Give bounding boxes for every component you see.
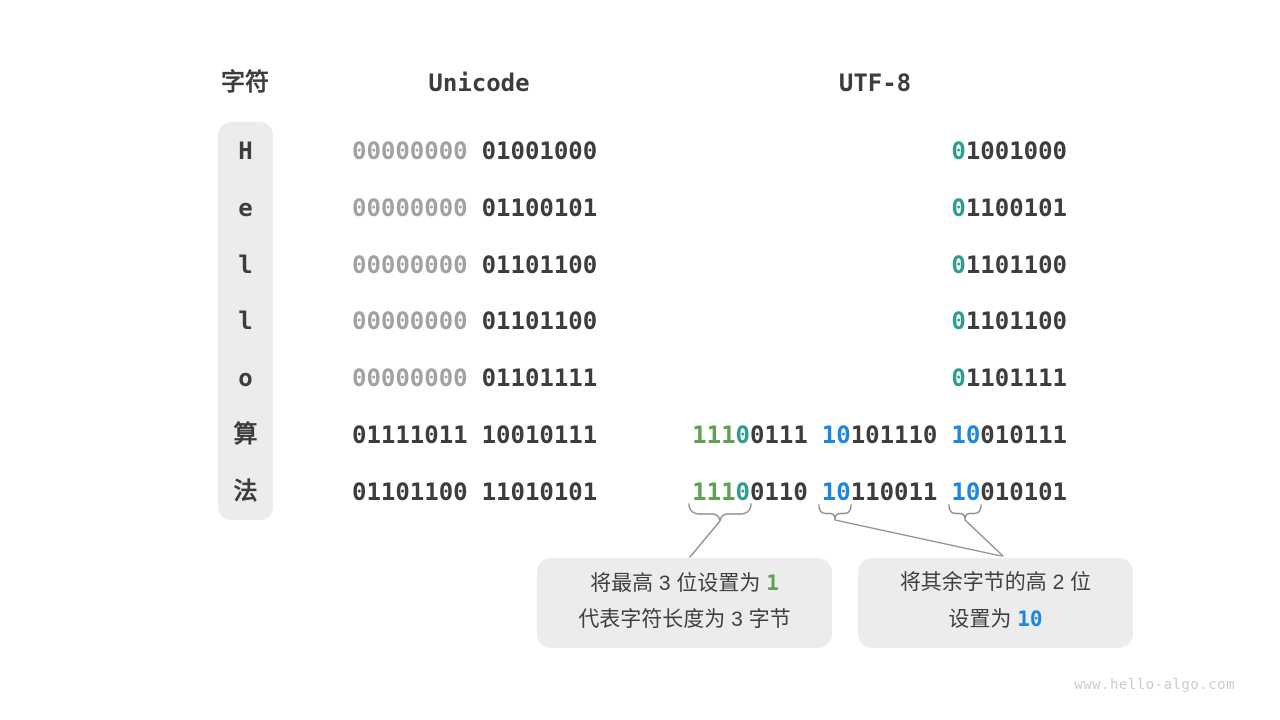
utf8-data-bits: 1101100 xyxy=(965,251,1067,279)
utf8-data-bits: 101110 xyxy=(850,421,938,449)
unicode-value-row: 00000000 01101100 xyxy=(352,306,597,336)
utf8-continuation-prefix: 10 xyxy=(821,478,851,506)
utf8-value-row: 01101100 xyxy=(951,250,1067,280)
unicode-value-row: 00000000 01100101 xyxy=(352,193,597,223)
unicode-value-row: 00000000 01101100 xyxy=(352,250,597,280)
unicode-byte2: 10010111 xyxy=(481,421,598,449)
character-column-pill xyxy=(218,122,273,520)
utf8-value-row: 01100101 xyxy=(951,193,1067,223)
note-line-2: 代表字符长度为 3 字节 xyxy=(578,608,791,631)
utf8-data-bits: 010101 xyxy=(980,478,1067,506)
unicode-value-row: 01111011 10010111 xyxy=(352,420,597,450)
unicode-byte1: 01101100 xyxy=(352,478,468,506)
utf8-length-prefix: 111 xyxy=(692,478,736,506)
utf8-continuation-prefix: 10 xyxy=(951,421,981,449)
unicode-byte2: 01001000 xyxy=(481,137,598,165)
unicode-byte2: 01100101 xyxy=(481,194,598,222)
note-box-continuation-prefix: 将其余字节的高 2 位 设置为 10 xyxy=(858,558,1133,648)
unicode-value-row: 01101100 11010101 xyxy=(352,477,597,507)
char-cell-l1: l xyxy=(238,251,253,279)
connector-line-right-1 xyxy=(834,519,1002,557)
char-cell-h: H xyxy=(238,137,253,165)
unicode-byte1: 00000000 xyxy=(352,364,468,392)
underbrace-continuation-byte2 xyxy=(818,504,852,521)
utf8-data-bits: 010111 xyxy=(980,421,1067,449)
utf8-prefix-bit: 0 xyxy=(951,307,966,335)
unicode-byte2: 01101100 xyxy=(481,307,598,335)
note-line-1: 将最高 3 位设置为 1 xyxy=(590,571,779,595)
utf8-prefix-zero: 0 xyxy=(735,421,750,449)
unicode-byte1: 01111011 xyxy=(352,421,468,449)
watermark-url: www.hello-algo.com xyxy=(1074,677,1235,693)
unicode-byte1: 00000000 xyxy=(352,251,468,279)
utf8-value-row: 01001000 xyxy=(951,136,1067,166)
unicode-byte2: 01101111 xyxy=(481,364,598,392)
utf8-data-bits: 110011 xyxy=(850,478,938,506)
char-cell-l2: l xyxy=(238,307,253,335)
utf8-continuation-prefix: 10 xyxy=(821,421,851,449)
note-line-1: 将其余字节的高 2 位 xyxy=(899,571,1092,594)
underbrace-continuation-byte3 xyxy=(948,504,982,521)
unicode-byte1: 00000000 xyxy=(352,194,468,222)
unicode-value-row: 00000000 01001000 xyxy=(352,136,597,166)
note-line-2: 设置为 10 xyxy=(948,607,1043,631)
column-header-char: 字符 xyxy=(221,69,269,96)
column-header-utf8: UTF-8 xyxy=(838,69,912,97)
connector-line-left xyxy=(689,520,721,558)
note-box-length-prefix: 将最高 3 位设置为 1 代表字符长度为 3 字节 xyxy=(537,558,832,648)
utf8-prefix-bit: 0 xyxy=(951,194,966,222)
connector-line-right-2 xyxy=(964,519,1004,557)
utf8-length-prefix: 111 xyxy=(692,421,736,449)
utf8-prefix-bit: 0 xyxy=(951,251,966,279)
utf8-data-bits: 0111 xyxy=(749,421,808,449)
unicode-value-row: 00000000 01101111 xyxy=(352,363,597,393)
char-cell-o: o xyxy=(238,364,253,392)
utf8-prefix-bit: 0 xyxy=(951,137,966,165)
highlight-bit-1: 1 xyxy=(766,571,779,595)
utf8-data-bits: 0110 xyxy=(749,478,808,506)
utf8-prefix-zero: 0 xyxy=(735,478,750,506)
char-cell-suan: 算 xyxy=(233,421,258,448)
utf8-value-row: 01101100 xyxy=(951,306,1067,336)
unicode-byte1: 00000000 xyxy=(352,307,468,335)
column-header-unicode: Unicode xyxy=(428,69,530,97)
utf8-data-bits: 1101111 xyxy=(965,364,1067,392)
char-cell-e: e xyxy=(238,194,253,222)
unicode-byte2: 01101100 xyxy=(481,251,598,279)
unicode-byte2: 11010101 xyxy=(481,478,598,506)
utf8-data-bits: 1101100 xyxy=(965,307,1067,335)
highlight-bits-10: 10 xyxy=(1017,607,1043,631)
unicode-byte1: 00000000 xyxy=(352,137,468,165)
utf8-value-row: 01101111 xyxy=(951,363,1067,393)
utf8-continuation-prefix: 10 xyxy=(951,478,981,506)
utf8-data-bits: 1100101 xyxy=(965,194,1067,222)
char-cell-fa: 法 xyxy=(233,478,258,505)
utf8-data-bits: 1001000 xyxy=(965,137,1067,165)
utf8-prefix-bit: 0 xyxy=(951,364,966,392)
